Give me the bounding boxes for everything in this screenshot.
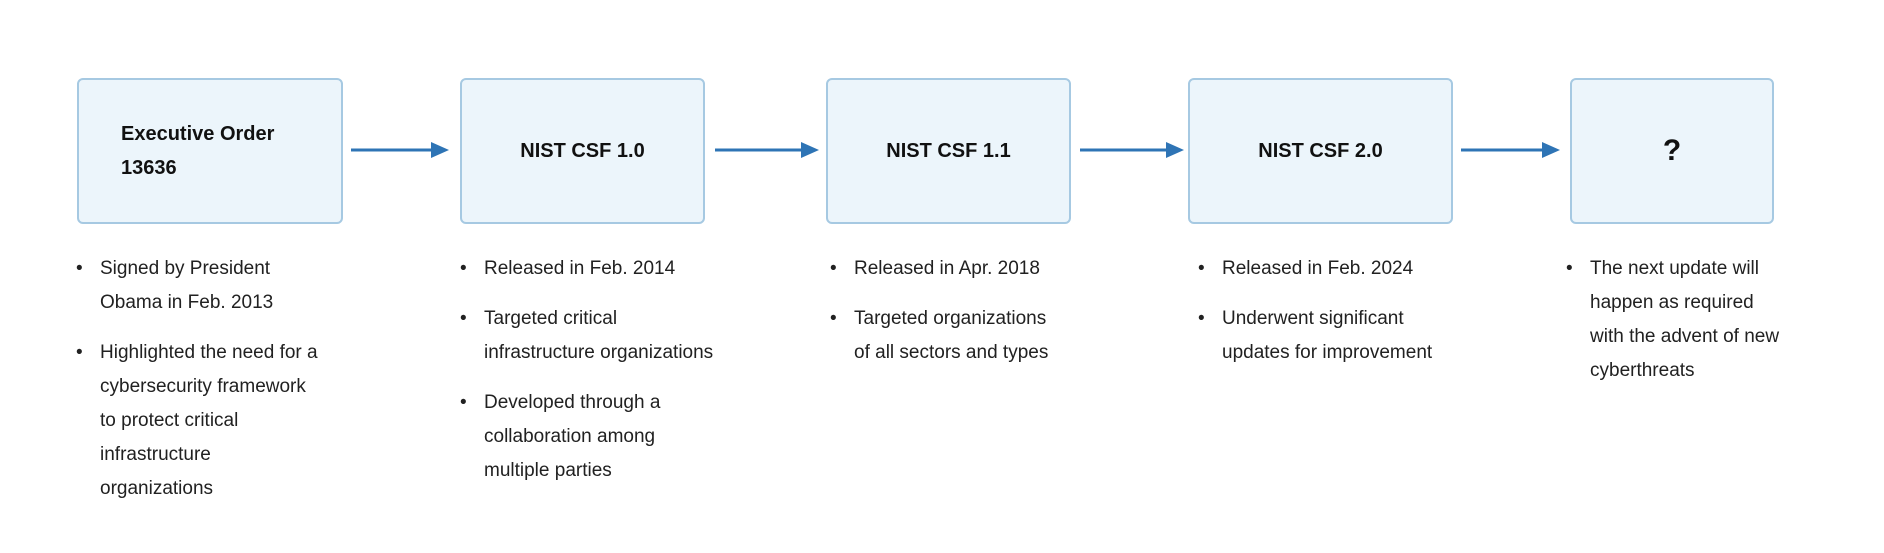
- stage-box-csf-1-0: NIST CSF 1.0: [460, 78, 705, 224]
- right-arrow-icon: [1080, 142, 1184, 158]
- bullet-item: The next update will happen as required …: [1560, 252, 1788, 388]
- right-arrow-icon: [1461, 142, 1560, 158]
- bullet-item: Targeted critical infrastructure organiz…: [454, 302, 714, 370]
- bullet-list-csf-2-0: Released in Feb. 2024 Underwent signific…: [1192, 252, 1434, 386]
- stage-title: NIST CSF 1.0: [520, 140, 645, 162]
- bullet-item: Underwent significant updates for improv…: [1192, 302, 1434, 370]
- bullet-list-future: The next update will happen as required …: [1560, 252, 1788, 404]
- right-arrow-icon: [351, 142, 449, 158]
- stage-box-executive-order: Executive Order 13636: [77, 78, 343, 224]
- stage-box-future: ?: [1570, 78, 1774, 224]
- bullet-item: Released in Apr. 2018: [824, 252, 1066, 286]
- bullet-item: Signed by President Obama in Feb. 2013: [70, 252, 322, 320]
- stage-title: ?: [1662, 134, 1682, 167]
- bullet-list-csf-1-1: Released in Apr. 2018 Targeted organizat…: [824, 252, 1066, 386]
- stage-title: Executive Order 13636: [121, 123, 275, 179]
- bullet-item: Developed through a collaboration among …: [454, 386, 714, 488]
- bullet-item: Released in Feb. 2014: [454, 252, 714, 286]
- bullet-list-executive-order: Signed by President Obama in Feb. 2013 H…: [70, 252, 322, 522]
- stage-box-csf-2-0: NIST CSF 2.0: [1188, 78, 1453, 224]
- bullet-item: Targeted organizations of all sectors an…: [824, 302, 1066, 370]
- bullet-item: Highlighted the need for a cybersecurity…: [70, 336, 322, 506]
- stage-box-csf-1-1: NIST CSF 1.1: [826, 78, 1071, 224]
- bullet-item: Released in Feb. 2024: [1192, 252, 1434, 286]
- bullet-list-csf-1-0: Released in Feb. 2014 Targeted critical …: [454, 252, 714, 504]
- right-arrow-icon: [715, 142, 819, 158]
- stage-title: NIST CSF 1.1: [886, 140, 1011, 162]
- stage-title: NIST CSF 2.0: [1258, 140, 1383, 162]
